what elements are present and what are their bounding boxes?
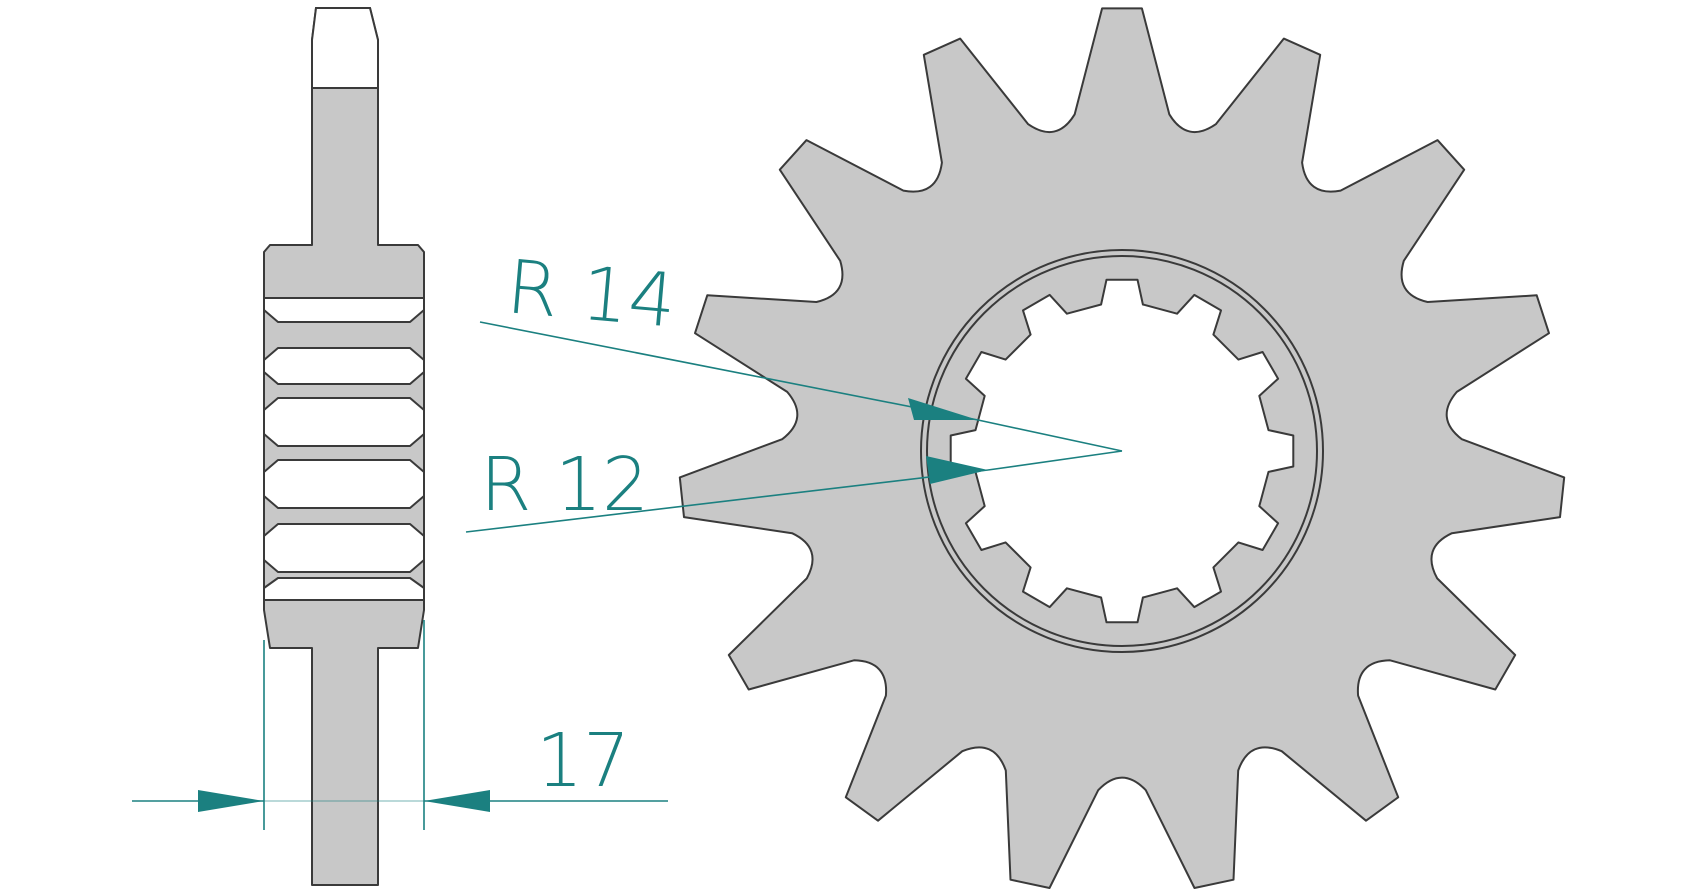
outer-radius-leader [479, 321, 979, 421]
side-view-tooth-tip [311, 7, 379, 89]
outer-radius-arrowhead [908, 398, 978, 420]
spline-rib [263, 495, 425, 537]
spline-rib [263, 309, 425, 361]
outer-radius-label: R 14 [503, 244, 679, 344]
hub-boss-ring-inner [926, 255, 1318, 647]
inner-radius-leader [465, 469, 989, 533]
inner-radius-label: R 12 [480, 442, 649, 528]
inner-radius-ray [987, 450, 1123, 471]
side-view [263, 7, 425, 886]
width-arrowhead-left [198, 790, 264, 812]
front-view [678, 7, 1566, 889]
width-label: 17 [536, 718, 630, 804]
dimensions: R 14 R 12 17 [132, 244, 1123, 830]
hub-boss-ring [920, 249, 1324, 653]
outer-radius-ray [977, 419, 1123, 452]
spline-rib [263, 371, 425, 411]
width-arrowhead-right [424, 790, 490, 812]
spline-rib [263, 433, 425, 473]
inner-radius-arrowhead [926, 456, 988, 484]
spline-rib [263, 559, 425, 589]
side-view-splines [263, 297, 425, 601]
